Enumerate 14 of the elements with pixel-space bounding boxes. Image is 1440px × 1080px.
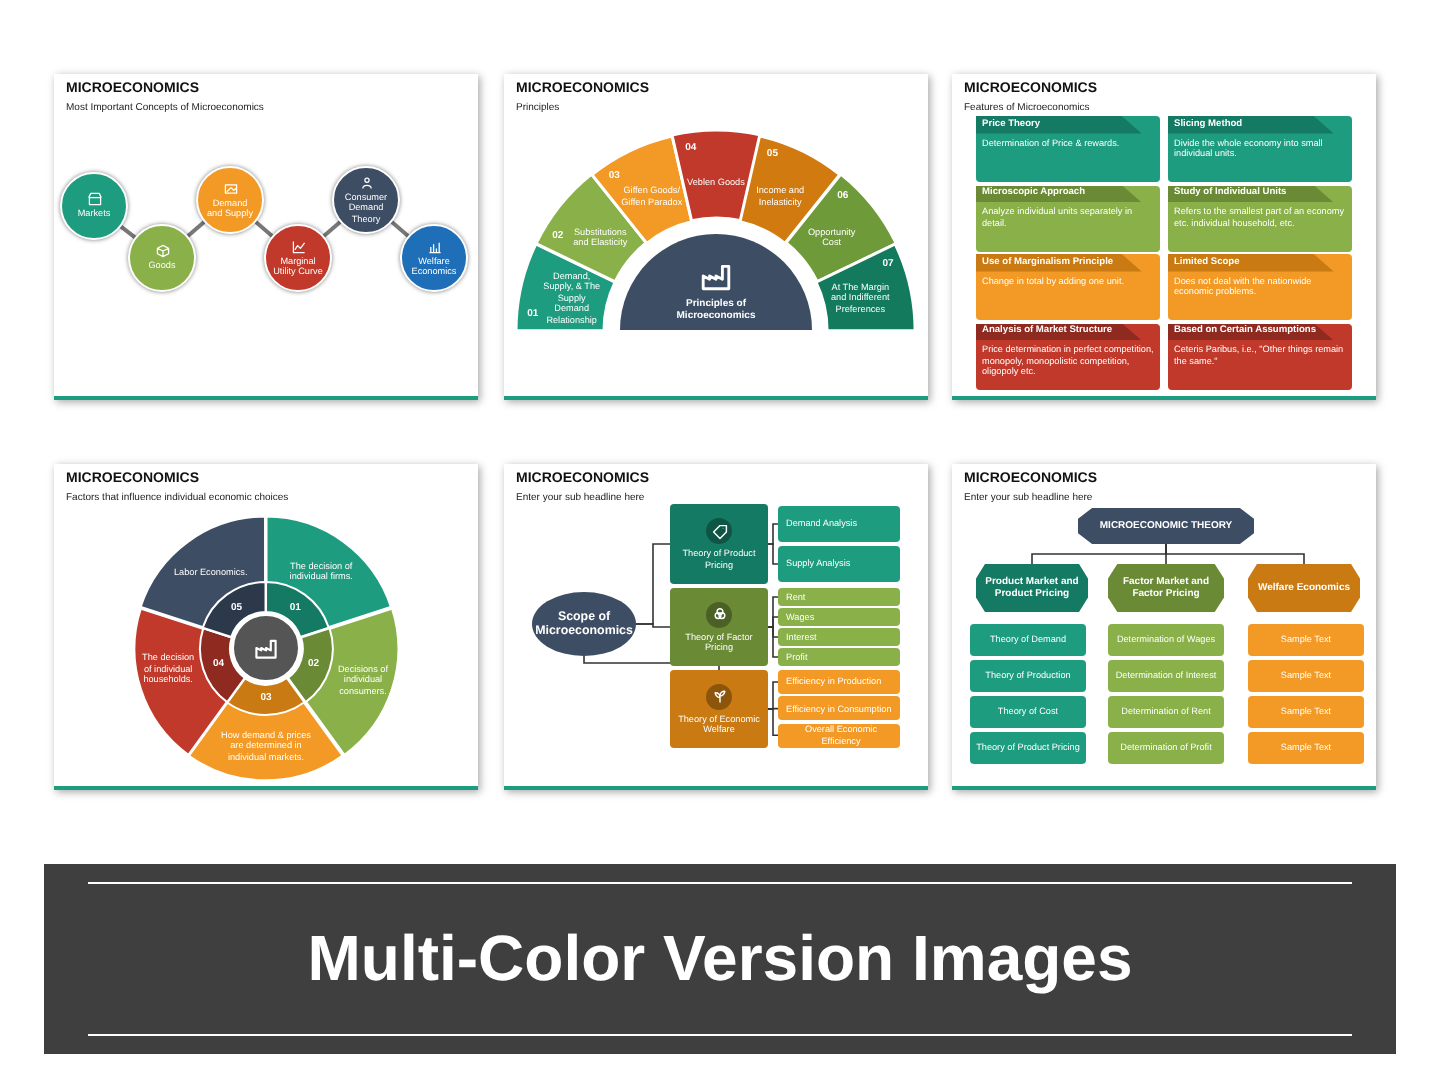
connector-line bbox=[767, 708, 779, 736]
connector-line bbox=[390, 220, 410, 238]
connector-line bbox=[767, 681, 779, 710]
connector-line bbox=[767, 626, 779, 658]
connector-line bbox=[1165, 543, 1305, 565]
connector-line bbox=[322, 220, 342, 238]
connector-line bbox=[635, 623, 671, 628]
connector-line bbox=[767, 616, 779, 628]
connector-line bbox=[254, 220, 274, 238]
connector-line bbox=[767, 523, 779, 545]
banner-title: Multi-Color Version Images bbox=[307, 923, 1133, 995]
connector-line bbox=[767, 543, 779, 565]
connector-line bbox=[186, 220, 206, 238]
connector-line bbox=[119, 225, 137, 239]
